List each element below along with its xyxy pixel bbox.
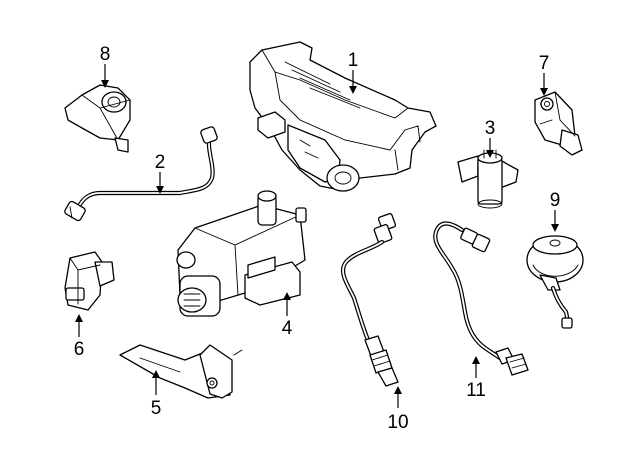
callout-11: 11 <box>466 380 486 401</box>
callout-8: 8 <box>100 44 111 65</box>
part-5-bracket <box>119 344 243 399</box>
part-6-sensor <box>64 251 115 311</box>
part-7-switch <box>534 91 583 156</box>
callout-9: 9 <box>550 190 561 211</box>
callout-6: 6 <box>74 339 85 360</box>
callout-2: 2 <box>155 152 166 173</box>
callout-3: 3 <box>485 118 496 139</box>
callout-4: 4 <box>282 318 293 339</box>
callout-5: 5 <box>151 398 162 419</box>
part-11-o2-sensor <box>433 221 529 376</box>
part-1-canister <box>249 41 437 192</box>
part-2-hose <box>64 126 218 222</box>
part-3-solenoid <box>457 149 519 209</box>
callout-arrows <box>75 64 559 408</box>
callout-10: 10 <box>387 412 408 433</box>
callout-1: 1 <box>348 50 359 71</box>
part-9-actuator <box>526 235 584 329</box>
callout-7: 7 <box>539 53 550 74</box>
part-4-purge-valve <box>176 190 307 317</box>
part-8-sensor <box>64 84 131 153</box>
part-10-o2-sensor <box>340 212 399 387</box>
